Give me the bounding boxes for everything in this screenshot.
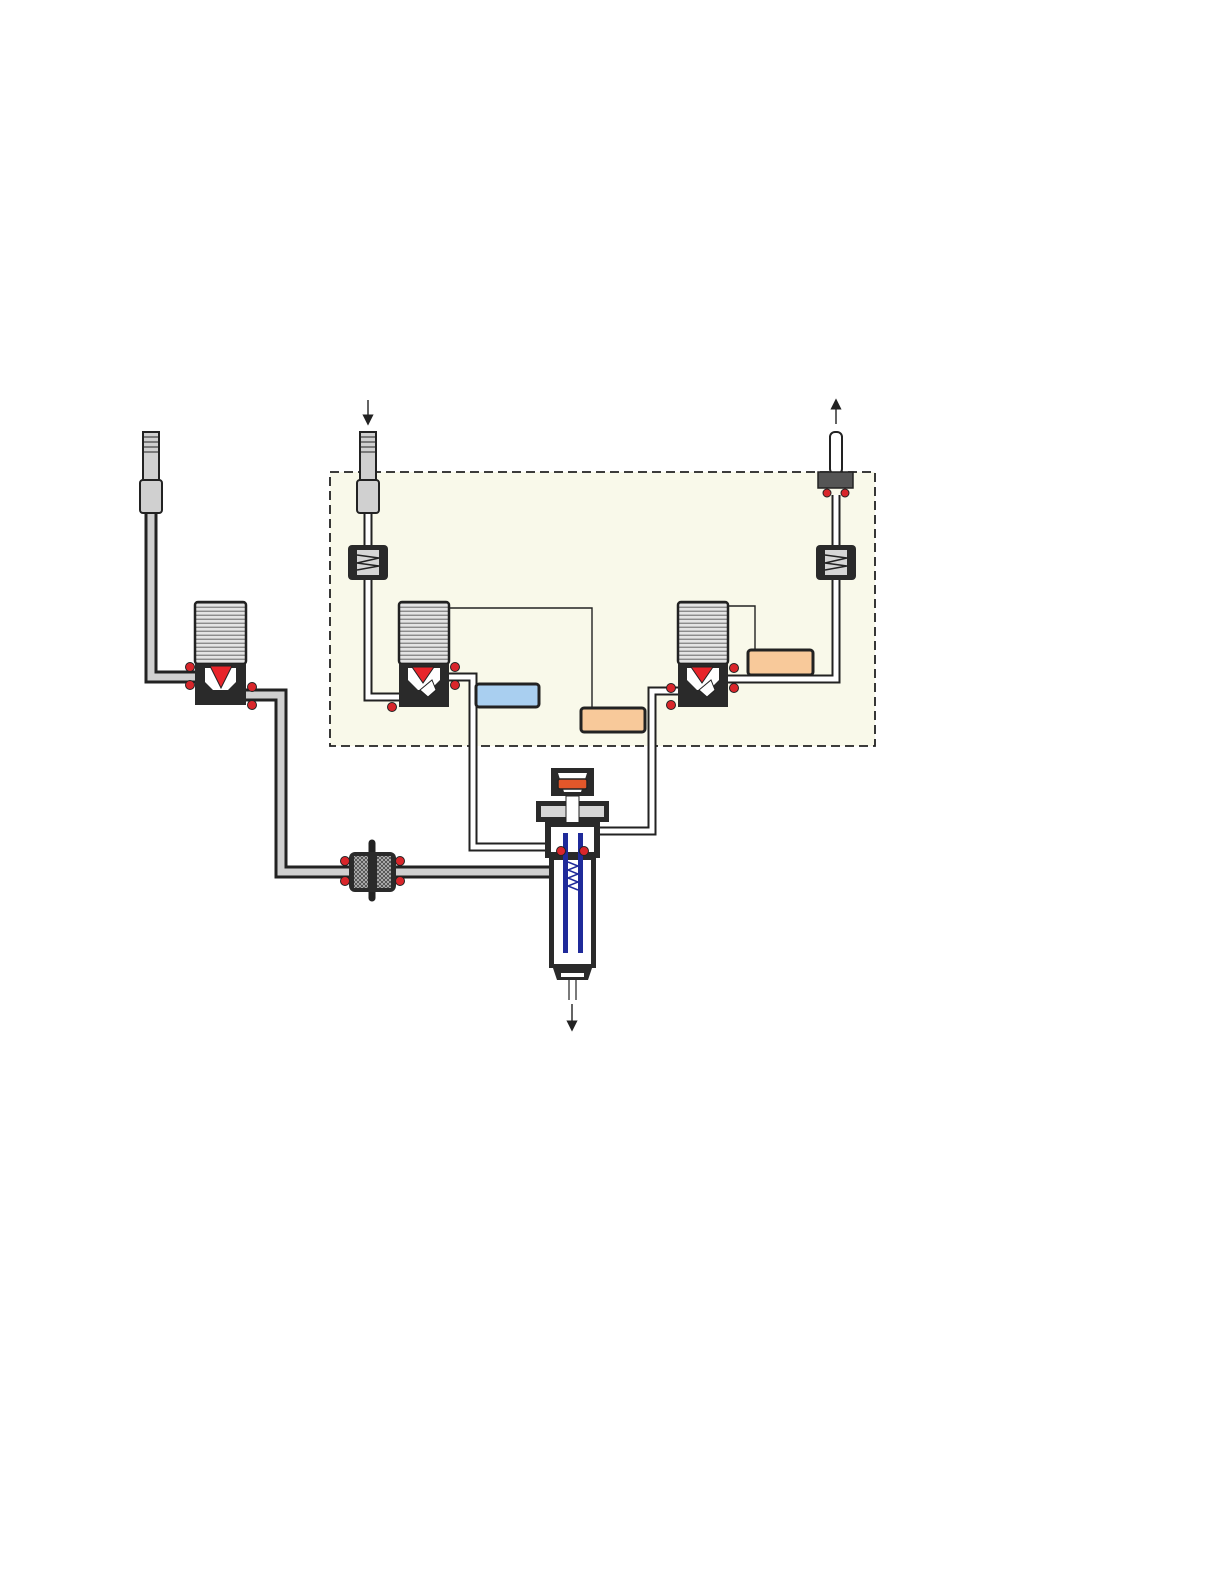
pressure-sensor-orange-center (581, 708, 645, 732)
outlet-tube-right (818, 432, 853, 497)
pressure-sensor-orange-right (748, 650, 813, 675)
check-valve-left (348, 545, 388, 580)
solenoid-valve-left (186, 602, 257, 710)
cap-seal (558, 779, 587, 789)
filter (341, 843, 405, 898)
coil (399, 602, 449, 664)
coil (195, 602, 246, 664)
pressure-sensor-blue (476, 684, 539, 707)
dispense-cylinder (536, 768, 609, 1000)
inlet-fitting-left (140, 432, 162, 513)
check-valve-right (816, 545, 856, 580)
coil (678, 602, 728, 664)
inlet-fitting-center (357, 432, 379, 513)
